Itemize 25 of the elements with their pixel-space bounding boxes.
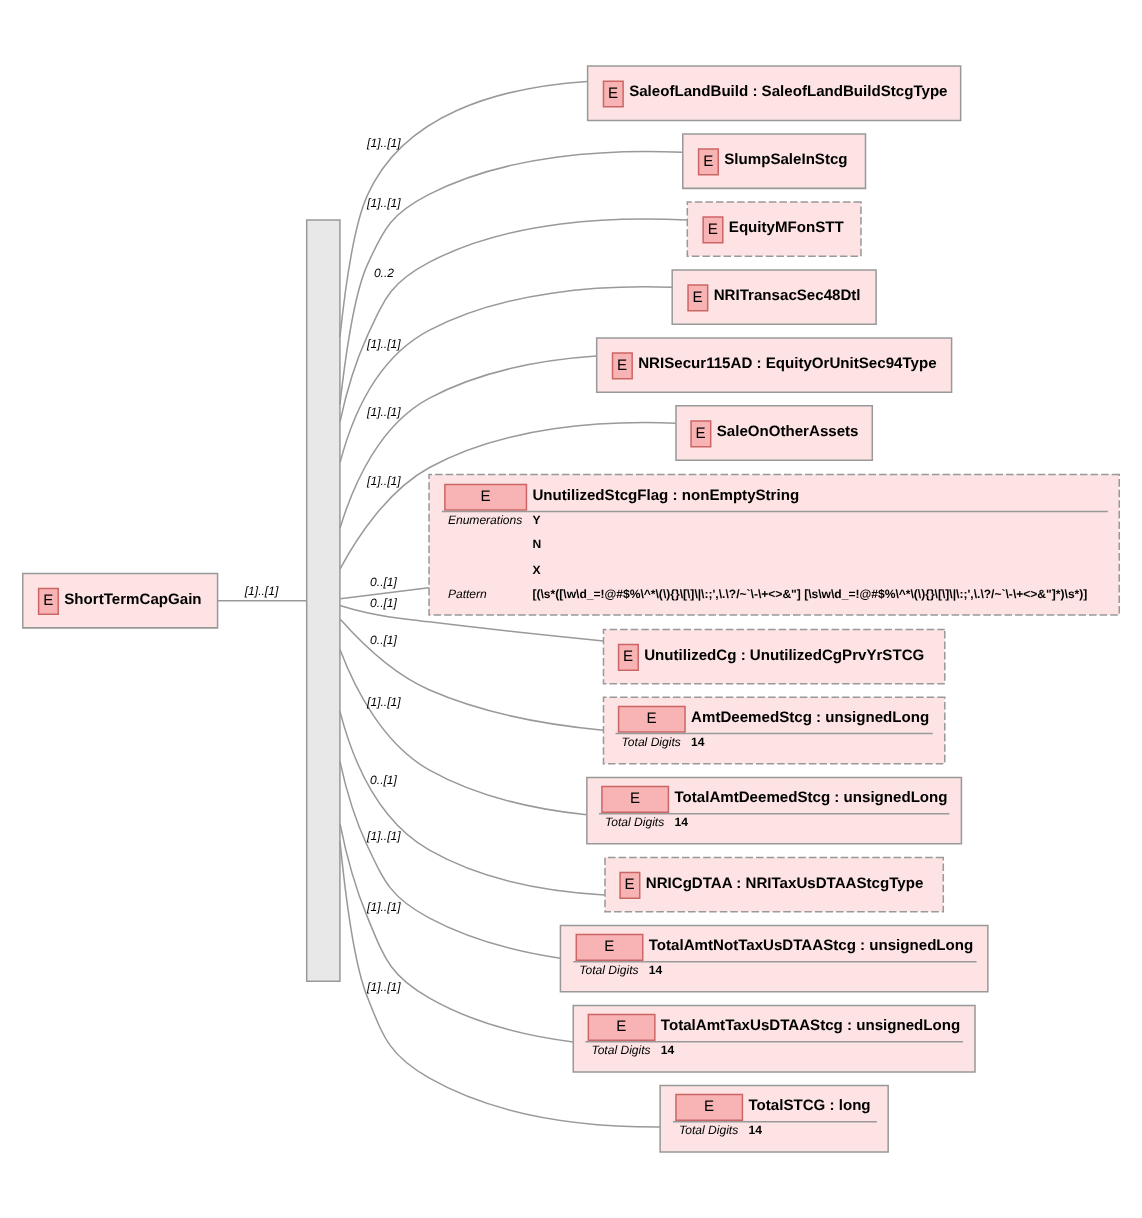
connector (216, 599, 308, 602)
connector (339, 648, 588, 816)
node-box: E SaleofLandBuild : SaleofLandBuildStcgType (586, 65, 962, 122)
node-box: E SaleOnOtherAssets (675, 405, 874, 461)
connector (339, 761, 561, 959)
node-box: E SlumpSaleInStcg (682, 133, 867, 190)
node-box: E NRISecur115AD : EquityOrUnitSec94Type (595, 337, 953, 394)
node-bar (305, 219, 341, 983)
connector (339, 355, 598, 529)
node-box: E EquityMFonSTT (686, 201, 862, 258)
connector (339, 604, 605, 642)
connector (339, 150, 683, 406)
connector (339, 218, 688, 423)
connector (339, 618, 604, 731)
connector (339, 840, 661, 1128)
node-box: E UnutilizedCg : UnutilizedCgPrvYrSTCG (602, 628, 946, 685)
connector (339, 710, 606, 896)
connector (339, 80, 588, 338)
node-box: E ShortTermCapGain (22, 572, 219, 629)
connector (339, 421, 677, 570)
node-box: E NRITransacSec48Dtl (671, 269, 877, 326)
node-box: E NRICgDTAA : NRITaxUsDTAAStcgType (604, 856, 945, 913)
connector (339, 286, 673, 464)
connector (339, 586, 430, 600)
connector (339, 822, 574, 1043)
